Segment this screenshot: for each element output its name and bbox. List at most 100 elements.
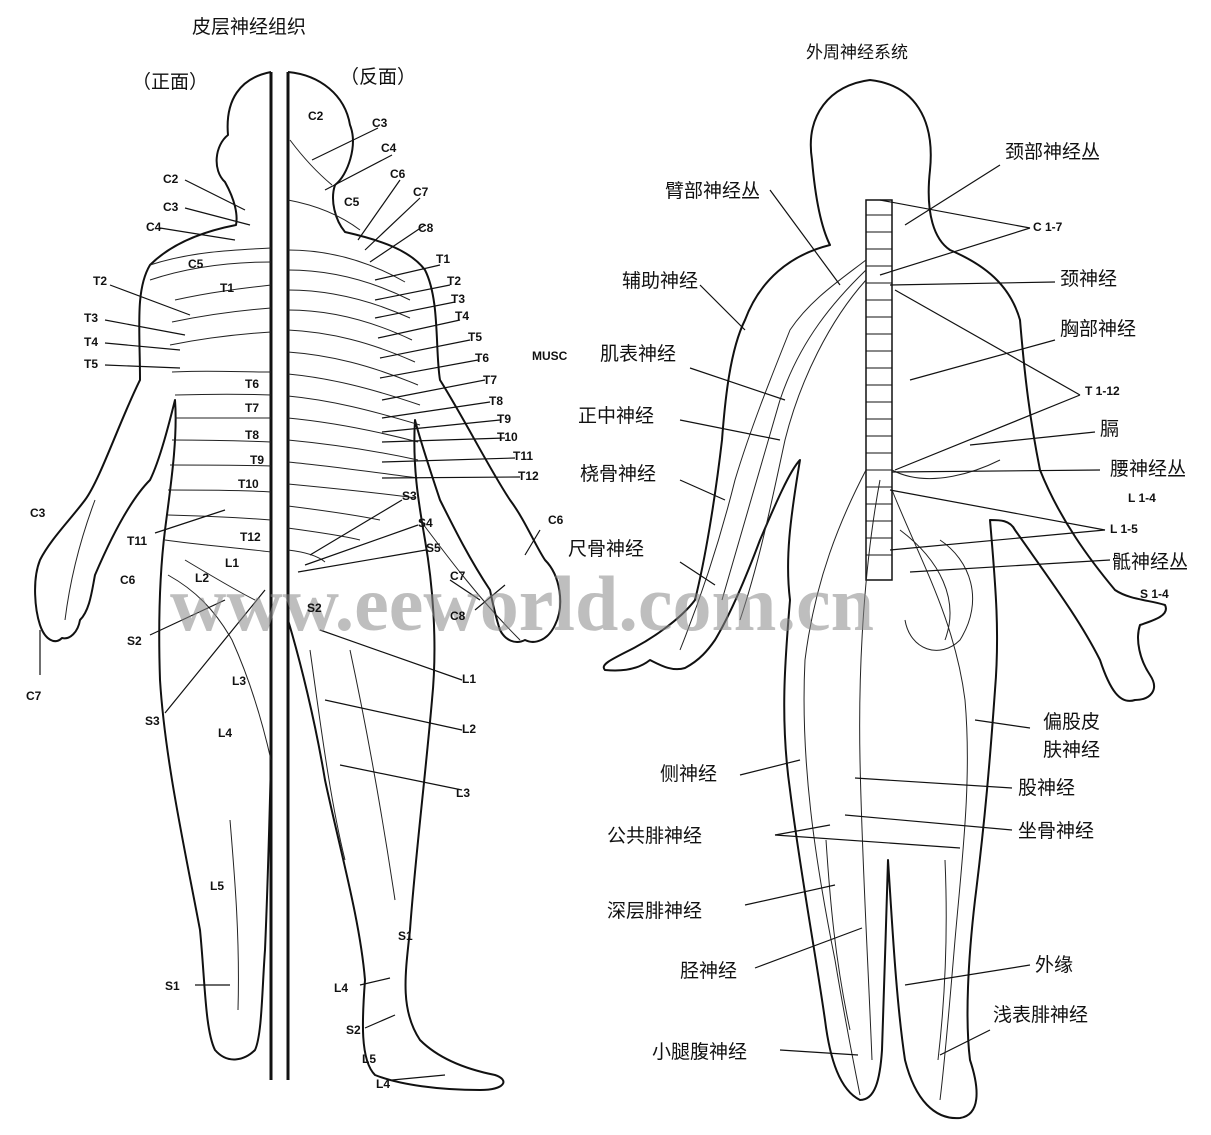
label-lat-fem-cut-2: 肤神经 [1043, 739, 1100, 761]
seg-c3-hand: C3 [30, 506, 46, 520]
seg-s4-back: S4 [418, 516, 433, 530]
seg-t2-front: T2 [93, 274, 107, 288]
right-title: 外周神经系统 [806, 43, 908, 63]
seg-c6-hand: C6 [120, 573, 136, 587]
seg-l2-front: L2 [195, 571, 209, 585]
label-lumbar-plexus: 腰神经丛 [1110, 458, 1186, 480]
seg-t12-front: T12 [240, 530, 261, 544]
seg-t4-back: T4 [455, 309, 469, 323]
label-sciatic-nerve: 坐骨神经 [1018, 820, 1094, 842]
label-diaphragm: 膈 [1100, 418, 1119, 440]
seg-l1-back: L1 [462, 672, 476, 686]
seg-c3-back: C3 [372, 116, 388, 130]
seg-l1-front: L1 [225, 556, 239, 570]
seg-t8-back: T8 [489, 394, 503, 408]
label-median-nerve: 正中神经 [578, 405, 654, 427]
seg-t10-back: T10 [497, 430, 518, 444]
seg-c7-back: C7 [413, 185, 429, 199]
label-t1-12: T 1-12 [1085, 384, 1120, 398]
seg-s2-back: S2 [307, 601, 322, 615]
seg-t7-front: T7 [245, 401, 259, 415]
seg-t1-front: T1 [220, 281, 234, 295]
seg-t11-front: T11 [127, 534, 147, 548]
label-superficial-peroneal: 浅表腓神经 [993, 1004, 1088, 1026]
seg-s1-front: S1 [165, 979, 180, 993]
seg-c4-front: C4 [146, 220, 162, 234]
label-cervical-plexus: 颈部神经丛 [1005, 141, 1100, 163]
left-labels: 皮层神经组织 （正面） （反面） C2 C3 C4 C5 T1 T2 T3 T4… [26, 16, 564, 1091]
label-tibial-nerve: 胫神经 [680, 960, 737, 982]
seg-t4-front: T4 [84, 335, 98, 349]
seg-l3-front: L3 [232, 674, 246, 688]
seg-t8-front: T8 [245, 428, 259, 442]
seg-c5-front: C5 [188, 257, 204, 271]
label-lateral: 外缘 [1035, 954, 1073, 976]
seg-l4-back: L4 [334, 981, 348, 995]
seg-t9-back: T9 [497, 412, 511, 426]
seg-s1-back: S1 [398, 929, 413, 943]
left-title: 皮层神经组织 [192, 16, 306, 38]
label-common-peroneal: 公共腓神经 [607, 825, 702, 847]
back-dermatome-lines [288, 140, 520, 900]
seg-c2-front: C2 [163, 172, 179, 186]
watermark: www.eeworld.com.cn [170, 560, 874, 647]
seg-l4-foot: L4 [376, 1077, 390, 1091]
musc-label: MUSC [532, 349, 568, 363]
seg-s3-back: S3 [402, 489, 417, 503]
seg-l2-back: L2 [462, 722, 476, 736]
seg-t11-back: T11 [513, 449, 533, 463]
label-radial-nerve: 桡骨神经 [580, 463, 656, 485]
seg-c2-back: C2 [308, 109, 324, 123]
seg-t6-front: T6 [245, 377, 259, 391]
label-thoracic-nerve: 胸部神经 [1060, 318, 1136, 340]
seg-c7-rhand: C7 [450, 569, 466, 583]
label-lat-fem-cut-1: 偏股皮 [1043, 711, 1100, 733]
label-side-nerve: 侧神经 [660, 763, 717, 785]
label-cervical-nerve: 颈神经 [1060, 268, 1117, 290]
seg-c7-hand: C7 [26, 689, 42, 703]
seg-c4-back: C4 [381, 141, 397, 155]
seg-c8-rhand: C8 [450, 609, 466, 623]
label-ulnar-nerve: 尺骨神经 [568, 538, 644, 560]
seg-c3-front: C3 [163, 200, 179, 214]
seg-t3-back: T3 [451, 292, 465, 306]
label-femoral-nerve: 股神经 [1018, 777, 1075, 799]
label-c1-7: C 1-7 [1033, 220, 1063, 234]
seg-s5-back: S5 [426, 541, 441, 555]
label-s1-4: S 1-4 [1140, 587, 1169, 601]
seg-t9-front: T9 [250, 453, 264, 467]
label-deep-peroneal: 深层腓神经 [607, 900, 702, 922]
seg-t5-front: T5 [84, 357, 98, 371]
right-labels: 外周神经系统 MUSC 颈部神经丛 臂部神经丛 C 1-7 辅助神经 颈神经 胸… [532, 43, 1188, 1063]
label-accessory-nerve: 辅助神经 [622, 270, 698, 292]
seg-t1-back: T1 [436, 252, 450, 266]
seg-t10-front: T10 [238, 477, 259, 491]
seg-t2-back: T2 [447, 274, 461, 288]
seg-s2-foot: S2 [346, 1023, 361, 1037]
seg-l4-front: L4 [218, 726, 232, 740]
spine [866, 200, 892, 580]
label-sural-nerve: 小腿腹神经 [652, 1041, 747, 1063]
front-label: （正面） [132, 71, 208, 93]
seg-s2-front: S2 [127, 634, 142, 648]
label-musculocutaneous: 肌表神经 [600, 343, 676, 365]
seg-s3-front: S3 [145, 714, 160, 728]
label-l1-4: L 1-4 [1128, 491, 1156, 505]
seg-c6-rhand: C6 [548, 513, 564, 527]
seg-t3-front: T3 [84, 311, 98, 325]
seg-t6-back: T6 [475, 351, 489, 365]
seg-l3-back: L3 [456, 786, 470, 800]
seg-c6-back: C6 [390, 167, 406, 181]
seg-c8-back: C8 [418, 221, 434, 235]
back-label: （反面） [340, 66, 416, 88]
seg-l5-front: L5 [210, 879, 224, 893]
seg-t5-back: T5 [468, 330, 482, 344]
seg-c5-back: C5 [344, 195, 360, 209]
label-sacral-plexus: 骶神经丛 [1112, 551, 1188, 573]
seg-t7-back: T7 [483, 373, 497, 387]
seg-t12-back: T12 [518, 469, 539, 483]
label-brachial-plexus: 臂部神经丛 [665, 180, 760, 202]
seg-l5-back: L5 [362, 1052, 376, 1066]
label-l1-5: L 1-5 [1110, 522, 1138, 536]
